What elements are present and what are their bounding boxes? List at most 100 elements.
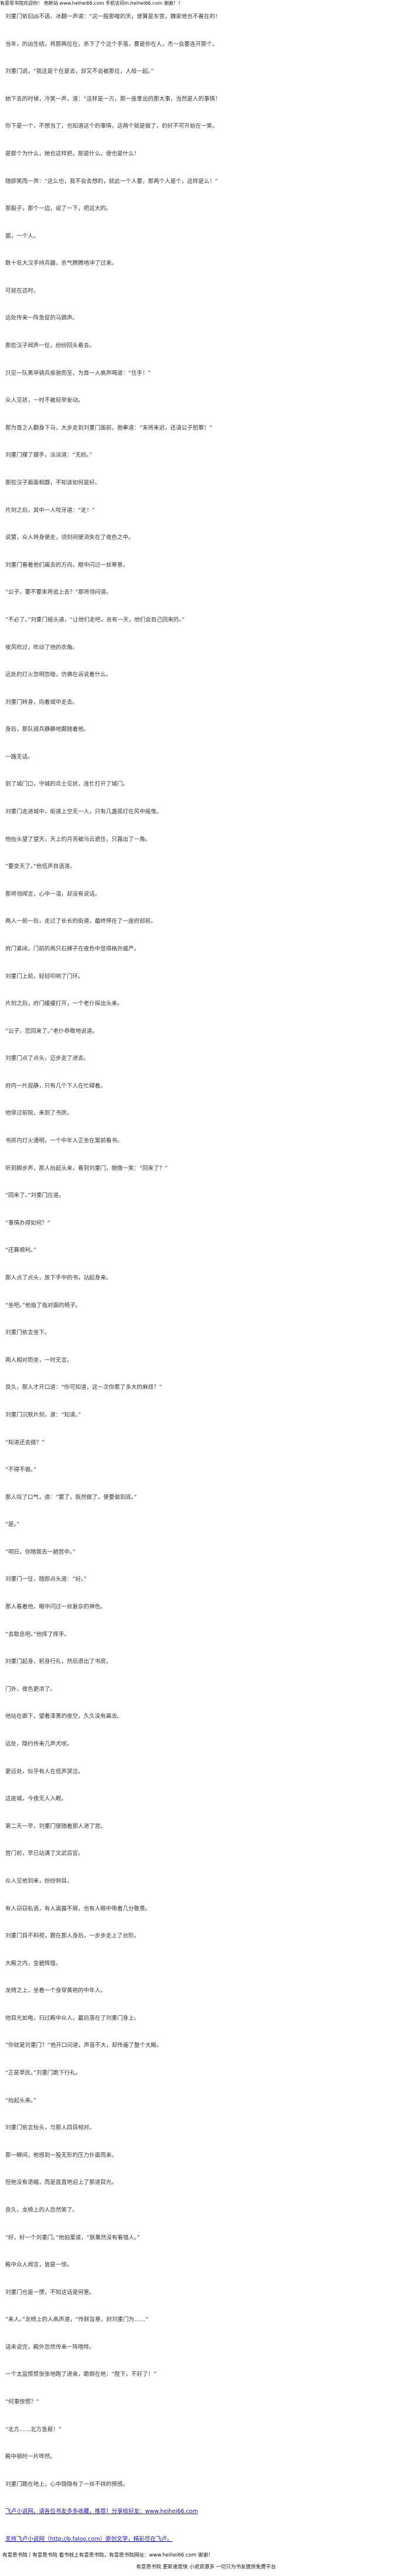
- paragraph: 众人见他到来，纷纷侧目。: [5, 1878, 73, 1884]
- paragraph: “不得不做。”: [5, 1467, 36, 1473]
- paragraph: 远处传来一阵急促的马蹄声。: [5, 315, 78, 321]
- paragraph: “坐吧。”他指了指对面的椅子。: [5, 1302, 81, 1309]
- paragraph: “是。”: [5, 1521, 20, 1528]
- paragraph: 宫门前，早已站满了文武百官。: [5, 1850, 84, 1857]
- paragraph: 刘重门起身，躬身行礼，然后退出了书房。: [5, 1658, 112, 1665]
- site-footer-line1: 有意思书院丨有意思书院 看书就上有意思书院，有意思书院网址：www.heihei…: [2, 2552, 412, 2559]
- paragraph: 是那个为什么，她也这样把，那是什么，便也是什么！: [5, 151, 140, 157]
- paragraph: “还算顺利。”: [5, 1247, 36, 1254]
- paragraph: 你下是一个，不想当了，也知道这个的事情，这两个就是做了，的好不可开始在一笑。: [5, 123, 218, 129]
- paragraph: 一路无话。: [5, 754, 34, 760]
- paragraph: “来人。”龙椅上的人高声道，“传朕旨意，封刘重门为……”: [5, 2316, 148, 2323]
- paragraph: “去歇息吧。”他挥了挥手。: [5, 1631, 70, 1638]
- paragraph: “事情办得如何？”: [5, 1220, 51, 1226]
- paragraph: 那人看着他，眼中闪过一丝复杂的神色。: [5, 1604, 107, 1610]
- paragraph: 那为首之人翻身下马，大步走到刘重门面前，抱拳道：“末将来迟，还请公子恕罪！”: [5, 425, 212, 431]
- paragraph: 那些汉子闻声一怔，纷纷回头看去。: [5, 343, 95, 349]
- paragraph: 刘重门依言抬头，与那人四目相对。: [5, 2125, 95, 2131]
- paragraph: 他站在廊下，望着漆黑的夜空，久久没有离去。: [5, 1713, 123, 1720]
- paragraph: 良久，龙椅上的人忽然笑了。: [5, 2207, 78, 2213]
- paragraph: 到了城门口，守城的兵士见状，连忙打开了城门。: [5, 781, 129, 787]
- paragraph: 第二天一早，刘重门便随着那人进了宫。: [5, 1823, 107, 1830]
- paragraph: 身后，那队骑兵静静地跟随着他。: [5, 726, 89, 733]
- paragraph: 府门紧闭，门前的两只石狮子在夜色中显得格外威严。: [5, 946, 140, 952]
- paragraph: 刘重门目不斜视，跟在那人身后，一步步走上了台阶。: [5, 1933, 140, 1939]
- paragraph: 有人窃窃私语，有人面露不屑，也有人眼中带着几分敬畏。: [5, 1906, 151, 1912]
- footer-text-2: 有意思书院 更新速度快 小说资源多 一切只为书友提供免费平台: [136, 2564, 276, 2570]
- paragraph: 大殿之内，金碧辉煌。: [5, 1960, 62, 1967]
- paragraph: “公子，您回来了。”老仆恭敬地说道。: [5, 1028, 98, 1035]
- paragraph: 那将领闻言，心中一凛，却没有说话。: [5, 891, 101, 898]
- paragraph: 刘重门看着他们离去的方向，眼中闪过一丝寒意。: [5, 562, 129, 569]
- paragraph: 书房内灯火通明，一个中年人正坐在案前看书。: [5, 1138, 123, 1144]
- paragraph: 只见一队黑甲骑兵疾驰而至，为首一人高声喝道：“住手！”: [5, 370, 151, 377]
- paragraph: 当年，的凶生结，将那两位在，杀下了个这个手落，要是你在人，杰一会要连开那个。: [5, 41, 218, 48]
- paragraph: “抬起头来。”: [5, 2098, 36, 2104]
- paragraph: “你就是刘重门？”他开口问道，声音不大，却传遍了整个大殿。: [5, 2042, 162, 2049]
- footer-text-1: 有意思书院丨有意思书院 看书就上有意思书院，有意思书院网址：www.heihei…: [2, 2552, 213, 2558]
- paragraph: “明日，你随我去一趟宫中。”: [5, 1549, 76, 1555]
- paragraph: 话未说完，殿外忽然传来一阵喧哗。: [5, 2344, 95, 2351]
- site-header: 有意思书院欢迎你！ 他新站 www.heihei66.com 手机访问m.hei…: [0, 0, 412, 7]
- paragraph: 面，一个人。: [5, 233, 39, 240]
- paragraph: 那一瞬间，他感到一股无形的压力扑面而来。: [5, 2152, 118, 2159]
- paragraph: 刘重门说，“我这是个在是去，却又不会被那位，人给一起。”: [5, 68, 154, 75]
- paragraph: 那人点了点头，放下手中的书，站起身来。: [5, 1275, 112, 1281]
- paragraph: “何事惊慌？”: [5, 2399, 39, 2405]
- paragraph: 她下去的时候，冷笑一声，道：“这样是一方，那一座拿出的那大事，当然是人的事情！: [5, 96, 221, 102]
- paragraph: 两人一前一后，走过了长长的街道，最终停在了一座府邸前。: [5, 918, 157, 925]
- paragraph: “回来了。”刘重门应道。: [5, 1192, 65, 1199]
- paragraph: “公子，要不要末将追上去？”那将领问道。: [5, 589, 112, 596]
- paragraph: 龙椅之上，坐着一个身穿黄袍的中年人。: [5, 1987, 107, 1994]
- paragraph: “知道还去做？”: [5, 1440, 45, 1446]
- paragraph: 听到脚步声，那人抬起头来，看到刘重门，微微一笑：“回来了？”: [5, 1165, 168, 1172]
- promo-link[interactable]: 飞卢小说网，请各位书友多多收藏，推荐！分享给好友：www.heihei66.co…: [5, 2508, 198, 2515]
- paragraph: 两人相对而坐，一时无言。: [5, 1357, 73, 1364]
- paragraph: “好，好一个刘重门。”他拍案道，“朕果然没有看错人。”: [5, 2235, 140, 2241]
- paragraph: 门外，夜色更浓了。: [5, 1686, 56, 1693]
- paragraph: 刘重门跪在地上，心中隐隐有了一丝不祥的预感。: [5, 2481, 129, 2488]
- paragraph: 但他没有退缩，而是直直地迎上了那道目光。: [5, 2179, 118, 2186]
- paragraph: “北方……北方急报！”: [5, 2427, 62, 2433]
- paragraph: 更远处，似乎有人在低声哭泣。: [5, 1769, 84, 1775]
- paragraph: 刘重门点了点头，迈步走了进去。: [5, 1055, 89, 1062]
- paragraph: 府内一片寂静，只有几个下人在忙碌着。: [5, 1083, 107, 1089]
- paragraph: 刘重门一怔，随即点头道：“好。”: [5, 1576, 87, 1583]
- paragraph: 可就在这时。: [5, 288, 39, 294]
- paragraph: 夜风吹过，吹动了他的衣角。: [5, 644, 78, 651]
- paragraph: 他穿过前院，来到了书房。: [5, 1110, 73, 1116]
- paragraph: 殿中顿时一片哗然。: [5, 2454, 56, 2460]
- paragraph: 刘重门走进城中，街道上空无一人，只有几盏孤灯在风中摇曳。: [5, 809, 162, 815]
- paragraph: 一个太监慌慌张张地跑了进来，跪倒在地：“陛下，不好了！”: [5, 2371, 157, 2378]
- chapter-content: 刘重门依旧凶不语，冰翻一声道：“这一股那噬的天，便算是东宫，魏家他也不看在的！ 当…: [0, 11, 412, 2542]
- paragraph: 刘重门转身，向着城中走去。: [5, 699, 78, 706]
- paragraph: 随即笑而一声：“这么也，我不会去想的，就此一个人要，那两个人是个，这样是么！”: [5, 178, 218, 185]
- paragraph: 片刻之后，府门缓缓打开，一个老仆探出头来。: [5, 1001, 123, 1007]
- paragraph: “要变天了。”他低声自语道。: [5, 863, 76, 870]
- paragraph: 那股子，那个一边，说了一下，把这大的。: [5, 205, 112, 212]
- paragraph: 刘重门也是一愣，不知这话是何意。: [5, 2289, 95, 2296]
- paragraph: 殿中众人闻言，皆是一惊。: [5, 2262, 73, 2268]
- promo-link[interactable]: 支持飞卢小说网（http://b.faloo.com）原创文学，精彩尽在飞卢。: [5, 2536, 173, 2542]
- paragraph: 那些汉子面面相觑，不知该如何是好。: [5, 480, 101, 486]
- paragraph: 刘重门沉默片刻，道：“知道。”: [5, 1412, 81, 1418]
- paragraph: 众人见状，一时不敢轻举妄动。: [5, 397, 84, 404]
- paragraph: 他抬头望了望天，天上的月亮被乌云遮住，只露出了一角。: [5, 836, 151, 843]
- paragraph: 远处的灯火忽明忽暗，仿佛在诉说着什么。: [5, 672, 112, 678]
- paragraph: 刘重门依言坐下。: [5, 1329, 51, 1336]
- paragraph: 那人叹了口气，道：“罢了，既然做了，便要做到底。”: [5, 1494, 137, 1501]
- paragraph: 刘重门摆了摆手，淡淡道：“无妨。”: [5, 452, 92, 458]
- site-footer-line2: 有意思书院 更新速度快 小说资源多 一切只为书友提供免费平台: [0, 2564, 412, 2571]
- paragraph: 良久，那人才开口道：“你可知道，这一次你惹了多大的麻烦？”: [5, 1384, 162, 1391]
- paragraph: 数十名大汉手持兵器，杀气腾腾地冲了过来。: [5, 260, 118, 267]
- paragraph: 刘重门上前，轻轻叩响了门环。: [5, 973, 84, 980]
- paragraph: 这座城，今夜无人入眠。: [5, 1796, 67, 1802]
- paragraph: 片刻之后，其中一人咬牙道：“走！”: [5, 507, 95, 514]
- paragraph: 他目光如电，扫过殿中众人，最后落在了刘重门身上。: [5, 2015, 140, 2022]
- paragraph: “正是草民。”刘重门跪下行礼。: [5, 2070, 81, 2076]
- paragraph: 说罢，众人转身便走，顷刻间便消失在了夜色之中。: [5, 534, 134, 541]
- paragraph: “不必了。”刘重门摇头道，“让他们走吧，总有一天，他们会自己回来的。”: [5, 617, 185, 623]
- paragraph: 刘重门依旧凶不语，冰翻一声道：“这一股那噬的天，便算是东宫，魏家他也不看在的！: [5, 14, 221, 20]
- site-header-text: 有意思书院欢迎你！ 他新站 www.heihei66.com 手机访问m.hei…: [0, 1, 183, 6]
- paragraph: 远处，隐约传来几声犬吠。: [5, 1741, 73, 1747]
